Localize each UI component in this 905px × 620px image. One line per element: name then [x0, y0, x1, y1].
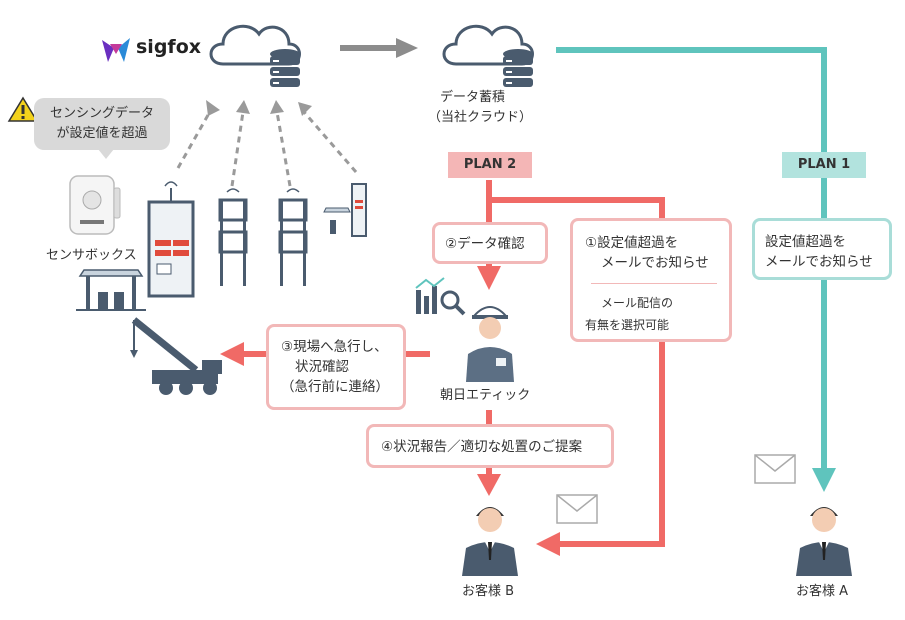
step-notify-a: 設定値超過を メールでお知らせ — [752, 218, 892, 280]
notify-b-note1: メール配信の — [601, 296, 674, 310]
cloud-database-icon — [209, 24, 301, 87]
step-data-check-label: ②データ確認 — [445, 236, 525, 252]
sensor-pole-icon-1 — [218, 188, 248, 286]
mail-icon-a — [754, 454, 796, 484]
notify-b-note2: 有無を選択可能 — [585, 318, 670, 332]
notify-a-line2: メールでお知らせ — [765, 254, 873, 270]
customer-b-label: お客様 B — [462, 584, 515, 599]
small-station-icon — [323, 183, 367, 237]
crane-truck-icon — [130, 317, 222, 395]
own-cloud-database-icon — [442, 24, 534, 87]
mail-icon-b — [556, 494, 598, 524]
customer-b-icon — [462, 507, 518, 576]
sensor-box-label: センサボックス — [46, 248, 137, 263]
control-panel-icon — [147, 181, 195, 298]
step-data-check: ②データ確認 — [432, 222, 548, 264]
customer-a-label: お客様 A — [796, 584, 849, 599]
notify-b-line1: ①設定値超過を — [585, 235, 679, 251]
rush-line2: 状況確認 — [295, 359, 349, 375]
sensor-box-icon — [69, 175, 121, 235]
brand-name: sigfox — [136, 36, 201, 58]
step-notify-b: ①設定値超過を メールでお知らせ メール配信の 有無を選択可能 — [570, 218, 732, 342]
storage-label-line2: （当社クラウド） — [428, 110, 533, 125]
alert-line1: センシングデータ — [49, 106, 154, 121]
sensor-pole-icon-2 — [278, 188, 308, 286]
plan2-label: PLAN 2 — [448, 152, 532, 178]
notify-a-line1: 設定値超過を — [765, 234, 846, 250]
gas-station-icon — [76, 269, 146, 311]
rush-line1: ③現場へ急行し、 — [281, 339, 388, 355]
sigfox-logo-icon — [102, 38, 130, 62]
customer-a-icon — [796, 507, 852, 576]
step-report: ④状況報告／適切な処置のご提案 — [366, 424, 614, 468]
warning-icon — [7, 96, 39, 122]
step-report-label: ④状況報告／適切な処置のご提案 — [381, 439, 583, 455]
alert-line2: が設定値を超過 — [56, 126, 148, 141]
operator-label: 朝日エティック — [440, 388, 531, 403]
engineer-icon — [466, 306, 514, 382]
notify-b-line2: メールでお知らせ — [601, 255, 709, 271]
step-rush: ③現場へ急行し、 状況確認 （急行前に連絡） — [266, 324, 406, 410]
plan1-label: PLAN 1 — [782, 152, 866, 178]
alert-bubble: センシングデータ が設定値を超過 — [34, 98, 170, 159]
rush-line3: （急行前に連絡） — [281, 379, 389, 395]
storage-label-line1: データ蓄積 — [440, 90, 506, 105]
analytics-magnifier-icon — [415, 277, 466, 316]
